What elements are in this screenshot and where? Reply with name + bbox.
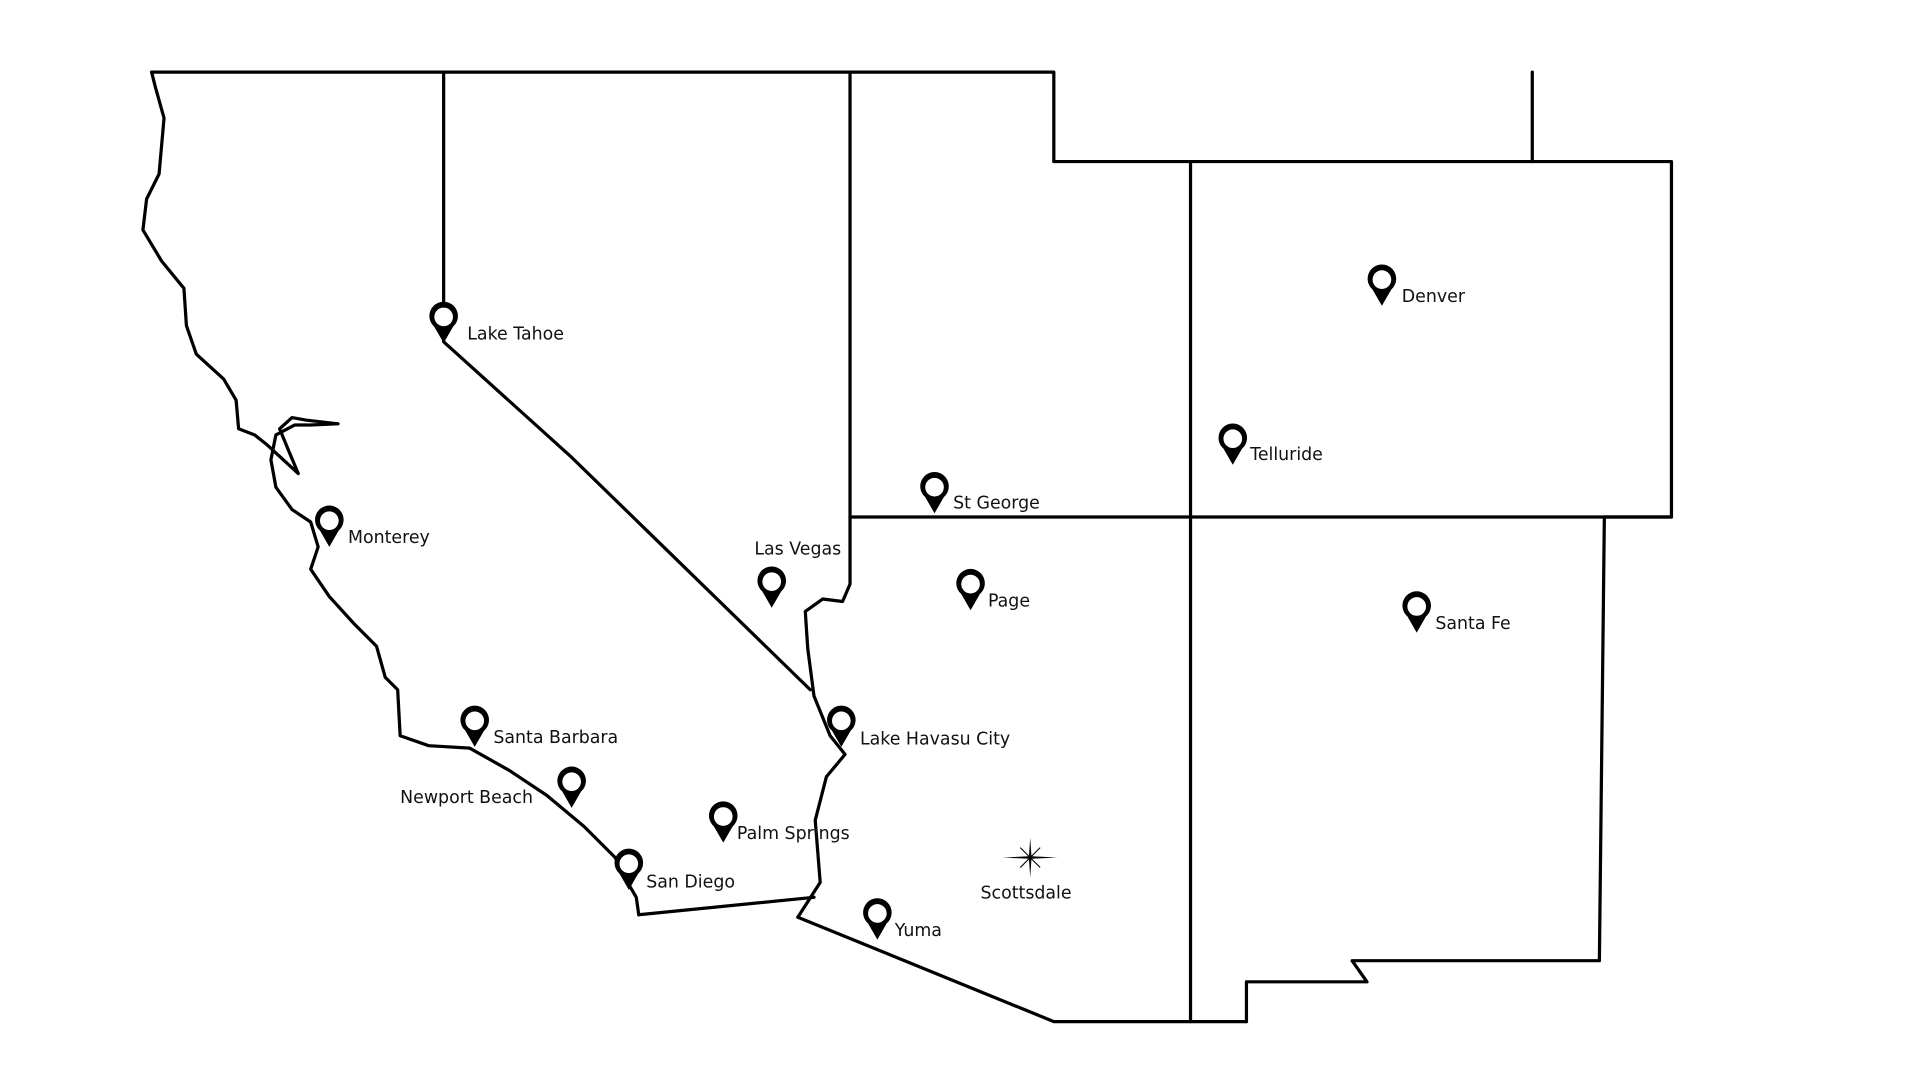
map-pin-icon [1367, 264, 1397, 306]
map-pin-icon [920, 471, 949, 514]
california-mexico-border [637, 895, 816, 917]
new-mexico-border [1244, 515, 1606, 1024]
city-denver[interactable]: Denver [1367, 264, 1466, 307]
city-markers: Lake Tahoe Monterey Las Vegas St George … [315, 264, 1511, 941]
city-label: Monterey [348, 528, 430, 548]
city-monterey[interactable]: Monterey [315, 505, 430, 549]
star-icon [1002, 837, 1058, 878]
city-label: Newport Beach [400, 788, 533, 808]
city-lake-havasu-city[interactable]: Lake Havasu City [827, 705, 1010, 750]
city-st-george[interactable]: St George [920, 471, 1040, 514]
map-pin-icon [708, 801, 738, 843]
city-scottsdale[interactable]: Scottsdale [981, 837, 1072, 904]
map-pin-icon [863, 898, 892, 940]
city-las-vegas[interactable]: Las Vegas [754, 539, 841, 608]
city-label: St George [953, 493, 1040, 513]
city-label: Santa Barbara [493, 728, 618, 748]
arizona-south-border [796, 915, 1249, 1024]
city-label: Lake Tahoe [467, 324, 564, 344]
nevada-east-and-colorado-river [796, 70, 852, 919]
map-pin-icon [614, 848, 644, 890]
map-pin-icon [315, 505, 344, 547]
city-label: Denver [1402, 287, 1466, 307]
city-label: Las Vegas [754, 539, 841, 559]
map-pin-icon [1218, 423, 1248, 465]
map-pin-icon [956, 568, 985, 611]
city-lake-tahoe[interactable]: Lake Tahoe [429, 301, 564, 345]
state-borders [141, 70, 1674, 1024]
map-pin-icon [460, 705, 490, 747]
city-page[interactable]: Page [956, 568, 1030, 612]
city-telluride[interactable]: Telluride [1218, 423, 1323, 465]
city-san-diego[interactable]: San Diego [614, 848, 735, 893]
city-label: Santa Fe [1435, 614, 1510, 634]
city-yuma[interactable]: Yuma [863, 898, 942, 941]
map-pin-icon [757, 566, 787, 608]
city-label: Lake Havasu City [860, 729, 1010, 749]
map-pin-icon [557, 766, 586, 808]
city-palm-springs[interactable]: Palm Springs [708, 801, 850, 844]
city-santa-barbara[interactable]: Santa Barbara [460, 705, 618, 749]
map-pin-icon [827, 705, 856, 747]
california-coast [141, 70, 641, 917]
city-label: Yuma [894, 921, 942, 941]
city-santa-fe[interactable]: Santa Fe [1402, 591, 1511, 634]
city-label: Scottsdale [981, 884, 1072, 904]
city-label: Telluride [1249, 445, 1323, 465]
city-label: San Diego [646, 872, 735, 892]
city-newport-beach[interactable]: Newport Beach [400, 766, 586, 808]
map-pin-icon [1402, 591, 1431, 633]
california-nevada-border [442, 70, 812, 692]
map-pin-icon [429, 301, 458, 344]
city-label: Page [988, 591, 1030, 611]
city-label: Palm Springs [737, 824, 850, 844]
